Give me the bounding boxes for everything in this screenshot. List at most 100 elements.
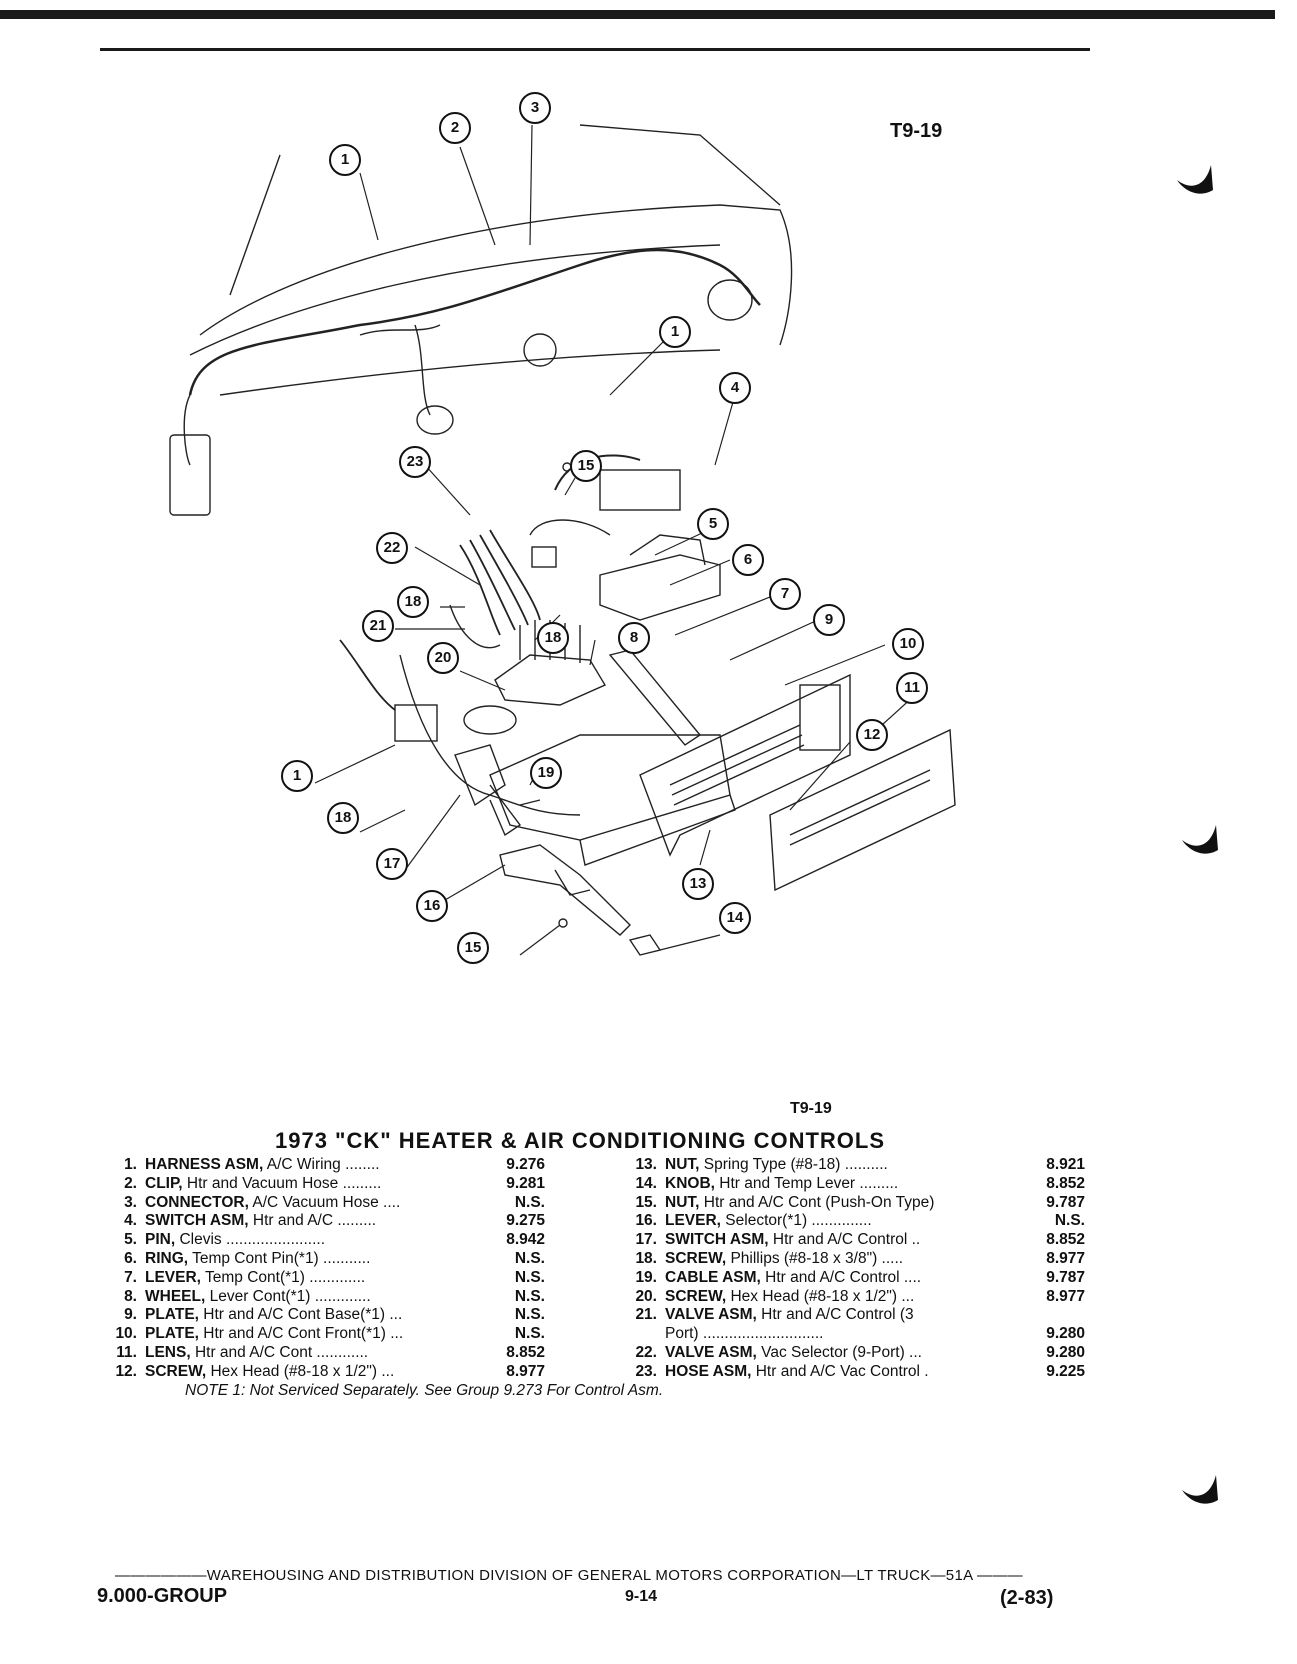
part-description: SCREW, Hex Head (#8-18 x 1/2") ...	[145, 1363, 394, 1382]
part-row: 7.LEVER, Temp Cont(*1) .............N.S.	[95, 1269, 575, 1288]
part-description: VALVE ASM, Htr and A/C Control (3	[665, 1306, 914, 1325]
part-group-code: N.S.	[1054, 1212, 1085, 1230]
part-row: 16. LEVER, Selector(*1) .............. N.S…	[615, 1212, 1095, 1231]
callout-number: 18	[327, 802, 359, 834]
callout-number: 12	[856, 719, 888, 751]
figure-code-bottom: T9-19	[790, 1100, 832, 1117]
callout-number: 18	[537, 622, 569, 654]
part-name: SWITCH ASM,	[665, 1231, 769, 1249]
part-number: 10.	[115, 1325, 137, 1343]
callout-number: 15	[457, 932, 489, 964]
control-cable	[399, 654, 581, 816]
part-group-code: 9.787	[1046, 1268, 1085, 1286]
part-detail: Port) ............................	[665, 1325, 824, 1343]
part-number: 13.	[635, 1156, 657, 1173]
part-row: 8.WHEEL, Lever Cont(*1) .............N.S…	[95, 1288, 575, 1307]
dashboard-outline	[199, 204, 793, 346]
part-description: PLATE, Htr and A/C Cont Front(*1) ...	[145, 1325, 403, 1344]
part-detail: Htr and A/C Cont Base(*1) ...	[198, 1306, 403, 1324]
part-detail: Selector(*1) ..............	[720, 1212, 872, 1230]
figure-code-top: T9-19	[890, 120, 943, 142]
part-number: 17.	[635, 1231, 657, 1249]
part-description: RING, Temp Cont Pin(*1) ...........	[145, 1250, 370, 1269]
part-group-code: 8.852	[506, 1344, 545, 1361]
switch-asm	[599, 554, 721, 621]
part-number: 19.	[635, 1268, 657, 1286]
part-description: SCREW, Hex Head (#8-18 x 1/2") ...	[665, 1288, 914, 1307]
part-number: 11.	[116, 1343, 137, 1361]
part-row: 10. PLATE, Htr and A/C Cont Front(*1) ...…	[95, 1325, 575, 1344]
part-description: LENS, Htr and A/C Cont ............	[145, 1344, 368, 1363]
part-detail: Htr and A/C Vac Control .	[751, 1362, 929, 1380]
parts-list-right: 13. NUT, Spring Type (#8-18) .......... 8.…	[615, 1156, 1095, 1382]
part-detail: Temp Cont Pin(*1) ...........	[188, 1249, 371, 1267]
part-description: SWITCH ASM, Htr and A/C Control ..	[665, 1231, 920, 1250]
part-group-code: 8.977	[506, 1362, 545, 1380]
callout-number: 3	[519, 92, 551, 124]
part-name: VALVE ASM,	[665, 1306, 757, 1324]
callout-number: 4	[719, 372, 751, 404]
leader-lines	[314, 124, 916, 956]
part-detail: Clevis .......................	[175, 1231, 326, 1249]
part-row: 23.HOSE ASM, Htr and A/C Vac Control .9.…	[615, 1363, 1095, 1382]
part-number: 16.	[635, 1212, 657, 1230]
part-row: Port) ............................ 9.280	[615, 1325, 1095, 1344]
part-group-code: 9.280	[1046, 1325, 1085, 1343]
part-number: 4.	[124, 1212, 137, 1230]
callout-number: 8	[618, 622, 650, 654]
vac-selector-valve	[494, 654, 607, 706]
part-detail: Hex Head (#8-18 x 1/2") ...	[206, 1362, 395, 1380]
front-plate	[639, 673, 851, 857]
part-description: NUT, Htr and A/C Cont (Push-On Type)	[665, 1194, 934, 1213]
harness-wire	[188, 248, 761, 396]
part-name: NUT,	[665, 1193, 700, 1211]
part-number: 7.	[124, 1268, 137, 1286]
part-group-code: 8.921	[1046, 1156, 1085, 1173]
part-row: 13. NUT, Spring Type (#8-18) .......... 8.…	[615, 1156, 1095, 1175]
part-name: NUT,	[665, 1156, 700, 1173]
part-name: PIN,	[145, 1231, 176, 1249]
part-row: 22.VALVE ASM, Vac Selector (9-Port) ...9…	[615, 1344, 1095, 1363]
control-switch	[454, 744, 506, 807]
part-number: 21.	[635, 1306, 657, 1324]
part-description: PLATE, Htr and A/C Cont Base(*1) ...	[145, 1306, 402, 1325]
part-detail: Htr and A/C Cont (Push-On Type)	[699, 1193, 935, 1211]
part-description: CABLE ASM, Htr and A/C Control ....	[665, 1269, 921, 1288]
callout-number: 21	[362, 610, 394, 642]
wire-connector	[394, 704, 438, 742]
part-group-code: N.S.	[514, 1287, 545, 1305]
part-name: LENS,	[145, 1343, 191, 1361]
part-row: 20.SCREW, Hex Head (#8-18 x 1/2") ...8.9…	[615, 1288, 1095, 1307]
part-row: 21. VALVE ASM, Htr and A/C Control (3	[615, 1306, 1095, 1325]
part-number: 2.	[124, 1174, 137, 1192]
callout-number: 13	[682, 868, 714, 900]
callout-number: 20	[427, 642, 459, 674]
part-number: 1.	[124, 1156, 137, 1173]
part-number: 18.	[635, 1249, 657, 1267]
part-description: PIN, Clevis .......................	[145, 1231, 325, 1250]
part-group-code: 9.280	[1046, 1344, 1085, 1361]
punch-mark-icon	[1177, 165, 1213, 194]
selector-lever	[499, 844, 631, 936]
callout-number: 1	[659, 316, 691, 348]
part-group-code: 9.281	[506, 1174, 545, 1192]
part-group-code: 8.942	[506, 1231, 545, 1249]
callout-number: 11	[896, 672, 928, 704]
part-row: 1.HARNESS ASM, A/C Wiring ........9.276	[95, 1156, 575, 1175]
callout-number: 6	[732, 544, 764, 576]
part-group-code: N.S.	[514, 1250, 545, 1267]
part-name: LEVER,	[665, 1212, 721, 1230]
part-name: SCREW,	[145, 1362, 207, 1380]
part-row: 9.PLATE, Htr and A/C Cont Base(*1) ...N.…	[95, 1306, 575, 1325]
part-number: 20.	[635, 1287, 657, 1305]
part-row: 18.SCREW, Phillips (#8-18 x 3/8") .....8…	[615, 1250, 1095, 1269]
part-description: KNOB, Htr and Temp Lever .........	[665, 1175, 898, 1194]
part-group-code: 8.977	[1046, 1250, 1085, 1267]
part-description: LEVER, Selector(*1) ..............	[665, 1212, 872, 1231]
part-name: CONNECTOR,	[145, 1193, 249, 1211]
part-row: 11. LENS, Htr and A/C Cont ............ 8.…	[95, 1344, 575, 1363]
part-detail: Spring Type (#8-18) ..........	[699, 1156, 888, 1173]
part-number: 5.	[124, 1231, 137, 1249]
publisher-line: ——————WAREHOUSING AND DISTRIBUTION DIVIS…	[115, 1567, 1023, 1584]
top-rule	[0, 10, 1275, 19]
